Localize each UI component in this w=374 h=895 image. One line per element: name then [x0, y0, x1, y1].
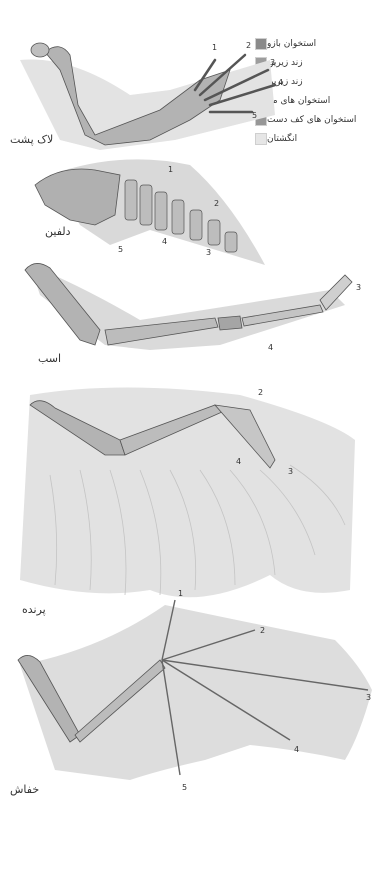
- bat-digit-2: 2: [260, 626, 265, 635]
- bat-label: خفاش: [10, 783, 39, 796]
- bat-digit-1: 1: [178, 589, 183, 598]
- bat-digit-5: 5: [182, 783, 187, 792]
- bat-digit-4: 4: [294, 745, 299, 754]
- bat-digit-3: 3: [366, 693, 371, 702]
